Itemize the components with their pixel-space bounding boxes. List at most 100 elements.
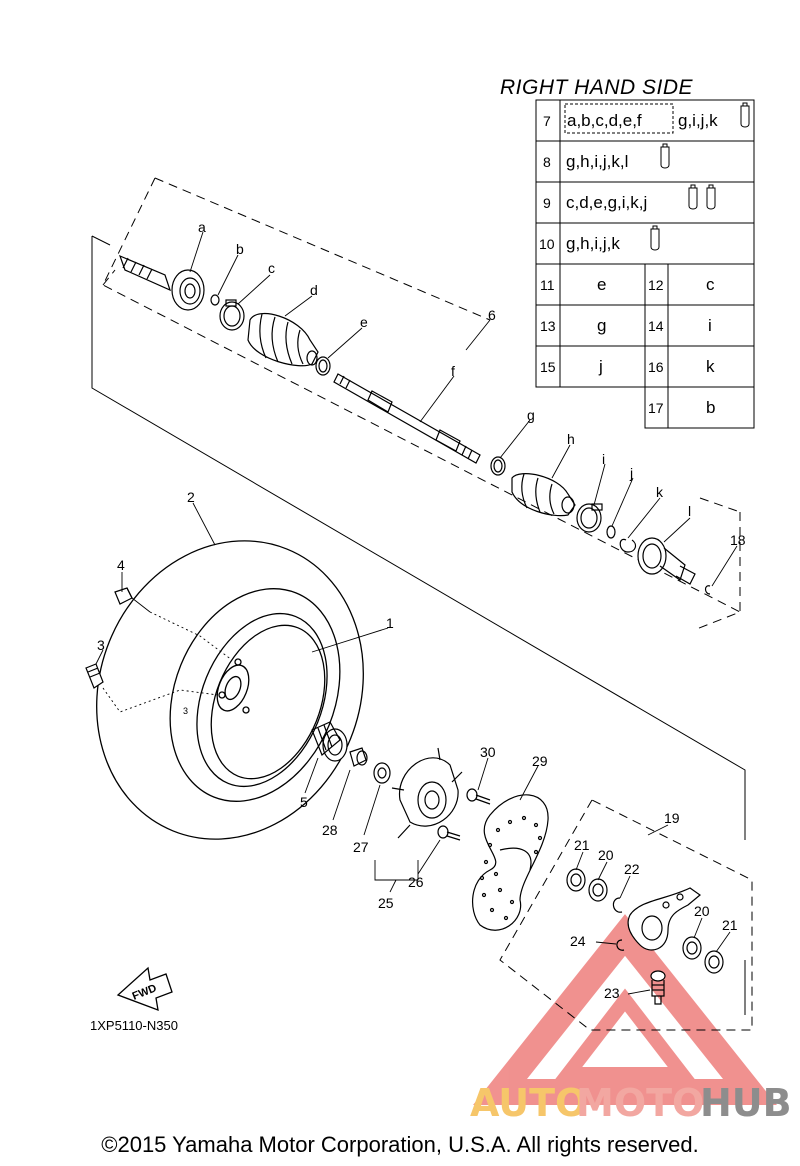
part-h-boot bbox=[511, 473, 576, 517]
row-7-rest: g,i,j,k bbox=[678, 111, 718, 130]
label-6: 6 bbox=[488, 307, 496, 323]
part-20-bearing-left bbox=[588, 878, 608, 902]
watermark-logo bbox=[473, 914, 777, 1105]
label-30: 30 bbox=[480, 744, 496, 760]
forward-arrow: FWD bbox=[116, 966, 173, 1012]
label-i: i bbox=[602, 451, 605, 467]
watermark-auto: AUTO bbox=[470, 1081, 587, 1125]
part-labels: a b c d e f g h i j k l 1 2 3 4 5 6 18 1… bbox=[97, 219, 746, 1001]
row-10-num: 10 bbox=[539, 236, 555, 252]
watermark-moto: MOTO bbox=[576, 1081, 704, 1125]
row-17-num: 17 bbox=[648, 400, 664, 416]
label-22: 22 bbox=[624, 861, 640, 877]
row-8-text: g,h,i,j,k,l bbox=[566, 152, 628, 171]
label-18: 18 bbox=[730, 532, 746, 548]
label-g: g bbox=[527, 407, 535, 423]
diagram-code: 1XP5110-N350 bbox=[90, 1018, 178, 1033]
dotted-lines bbox=[102, 611, 233, 713]
label-29: 29 bbox=[532, 753, 548, 769]
row-7-num: 7 bbox=[543, 113, 551, 129]
part-25-hub bbox=[391, 747, 463, 839]
rim-outer bbox=[196, 612, 328, 788]
part-21-seal-right bbox=[704, 950, 724, 974]
row-12-val: c bbox=[706, 275, 715, 294]
row-12-num: 12 bbox=[648, 277, 664, 293]
label-3-small: 3 bbox=[183, 706, 188, 716]
part-29-brake-disc bbox=[472, 794, 549, 931]
part-k-circlip bbox=[619, 538, 637, 553]
part-28-nut bbox=[349, 747, 368, 767]
label-l: l bbox=[688, 503, 691, 519]
part-21-seal-left bbox=[566, 868, 586, 892]
part-c-clamp bbox=[219, 299, 245, 331]
table-tube-icons bbox=[650, 102, 750, 251]
row-15-val: j bbox=[598, 357, 603, 376]
label-23: 23 bbox=[604, 985, 620, 1001]
part-22-circlip bbox=[612, 897, 623, 913]
row-11-num: 11 bbox=[540, 277, 555, 293]
part-18-clip bbox=[704, 585, 711, 595]
row-9-text: c,d,e,g,i,k,j bbox=[566, 193, 647, 212]
wheel-hub bbox=[216, 664, 250, 712]
label-27: 27 bbox=[353, 839, 369, 855]
tire-assembly bbox=[96, 540, 364, 840]
driveshaft-dashed-box bbox=[102, 177, 742, 631]
row-17-val: b bbox=[706, 398, 715, 417]
row-13-val: g bbox=[597, 316, 606, 335]
part-24-clip bbox=[616, 939, 625, 951]
label-h: h bbox=[567, 431, 575, 447]
part-knuckle bbox=[627, 887, 701, 951]
row-15-num: 15 bbox=[540, 359, 556, 375]
watermark-hub: HUB bbox=[700, 1081, 792, 1125]
row-7-dashed: a,b,c,d,e,f bbox=[567, 111, 642, 130]
watermark-text: AUTO MOTO HUB bbox=[470, 1081, 792, 1125]
row-11-val: e bbox=[597, 275, 606, 294]
label-19: 19 bbox=[664, 810, 680, 826]
label-24: 24 bbox=[570, 933, 586, 949]
label-k: k bbox=[656, 484, 664, 500]
part-23-ball-joint bbox=[650, 970, 666, 1005]
label-d: d bbox=[310, 282, 318, 298]
part-26-bolt bbox=[437, 825, 461, 841]
label-c: c bbox=[268, 260, 275, 276]
label-a: a bbox=[198, 219, 206, 235]
tire-outer bbox=[96, 540, 364, 840]
label-20-left: 20 bbox=[598, 847, 614, 863]
part-3-valve bbox=[85, 663, 104, 689]
part-j-ring bbox=[606, 525, 616, 539]
part-d-boot bbox=[247, 312, 319, 367]
label-b: b bbox=[236, 241, 244, 257]
part-i-clamp bbox=[576, 503, 603, 533]
row-14-num: 14 bbox=[648, 318, 664, 334]
copyright-notice: ©2015 Yamaha Motor Corporation, U.S.A. A… bbox=[101, 1132, 699, 1157]
table-title: RIGHT HAND SIDE bbox=[500, 76, 694, 99]
label-28: 28 bbox=[322, 822, 338, 838]
label-3: 3 bbox=[97, 637, 105, 653]
part-f-shaft bbox=[333, 373, 481, 464]
label-25: 25 bbox=[378, 895, 394, 911]
row-14-val: i bbox=[708, 316, 712, 335]
right-hand-side-table: 7 a,b,c,d,e,f g,i,j,k 8 g,h,i,j,k,l 9 c,… bbox=[535, 99, 755, 429]
label-26: 26 bbox=[408, 874, 424, 890]
label-2: 2 bbox=[187, 489, 195, 505]
label-20-right: 20 bbox=[694, 903, 710, 919]
frame-lines bbox=[91, 235, 746, 1015]
row-16-val: k bbox=[706, 357, 715, 376]
part-g-clamp bbox=[490, 456, 506, 476]
part-a-outer-joint bbox=[118, 254, 205, 311]
part-e-clamp bbox=[315, 356, 331, 376]
part-27-washer bbox=[373, 762, 391, 784]
row-8-num: 8 bbox=[543, 154, 551, 170]
row-16-num: 16 bbox=[648, 359, 664, 375]
label-f: f bbox=[451, 363, 455, 379]
leader-lines bbox=[95, 231, 738, 995]
part-b-circlip bbox=[210, 294, 220, 306]
knuckle-parts bbox=[566, 868, 724, 1005]
part-4-nut bbox=[114, 587, 133, 605]
row-13-num: 13 bbox=[540, 318, 556, 334]
part-20-bearing-right bbox=[682, 936, 702, 960]
row-9-num: 9 bbox=[543, 195, 551, 211]
label-e: e bbox=[360, 314, 368, 330]
row-10-text: g,h,i,j,k bbox=[566, 234, 620, 253]
